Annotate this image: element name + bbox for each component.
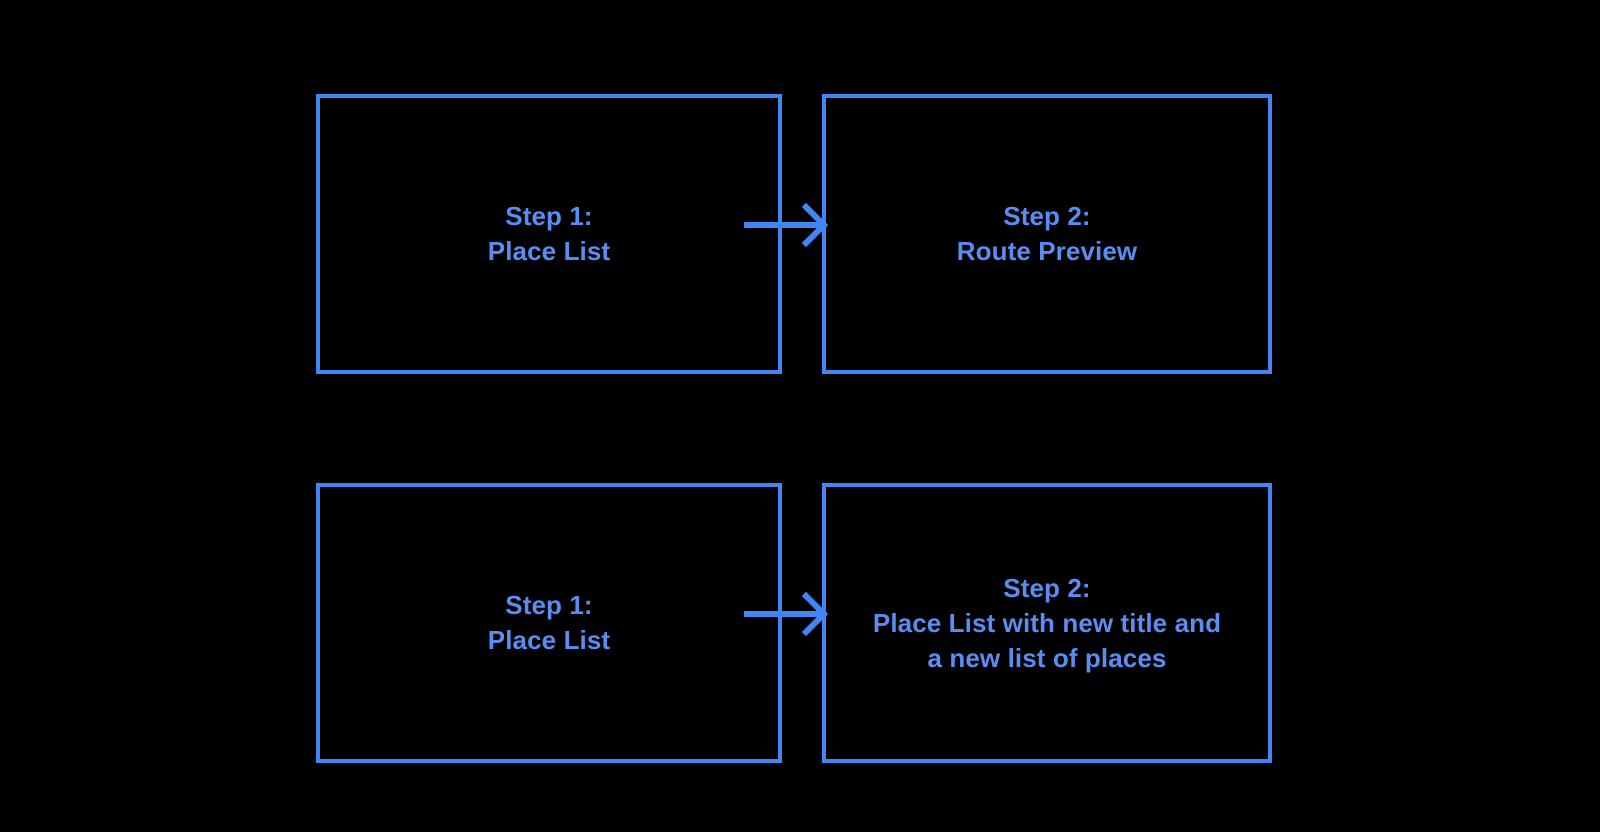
step-box-route-preview[interactable]: Step 2: Route Preview bbox=[822, 94, 1272, 374]
step-box-label: Step 2: Place List with new title and a … bbox=[872, 572, 1222, 673]
flow-row-new-place-list: Step 1: Place List Step 2: Place List wi… bbox=[0, 473, 1600, 773]
step-box-place-list-bottom[interactable]: Step 1: Place List bbox=[316, 483, 782, 763]
flow-row-route-preview: Step 1: Place List Step 2: Route Preview bbox=[0, 84, 1600, 384]
step-box-place-list-updated[interactable]: Step 2: Place List with new title and a … bbox=[822, 483, 1272, 763]
step-box-label: Step 2: Route Preview bbox=[956, 201, 1138, 266]
step-box-label: Step 1: Place List bbox=[487, 590, 611, 655]
step-box-label: Step 1: Place List bbox=[487, 201, 611, 266]
step-box-place-list-top[interactable]: Step 1: Place List bbox=[316, 94, 782, 374]
